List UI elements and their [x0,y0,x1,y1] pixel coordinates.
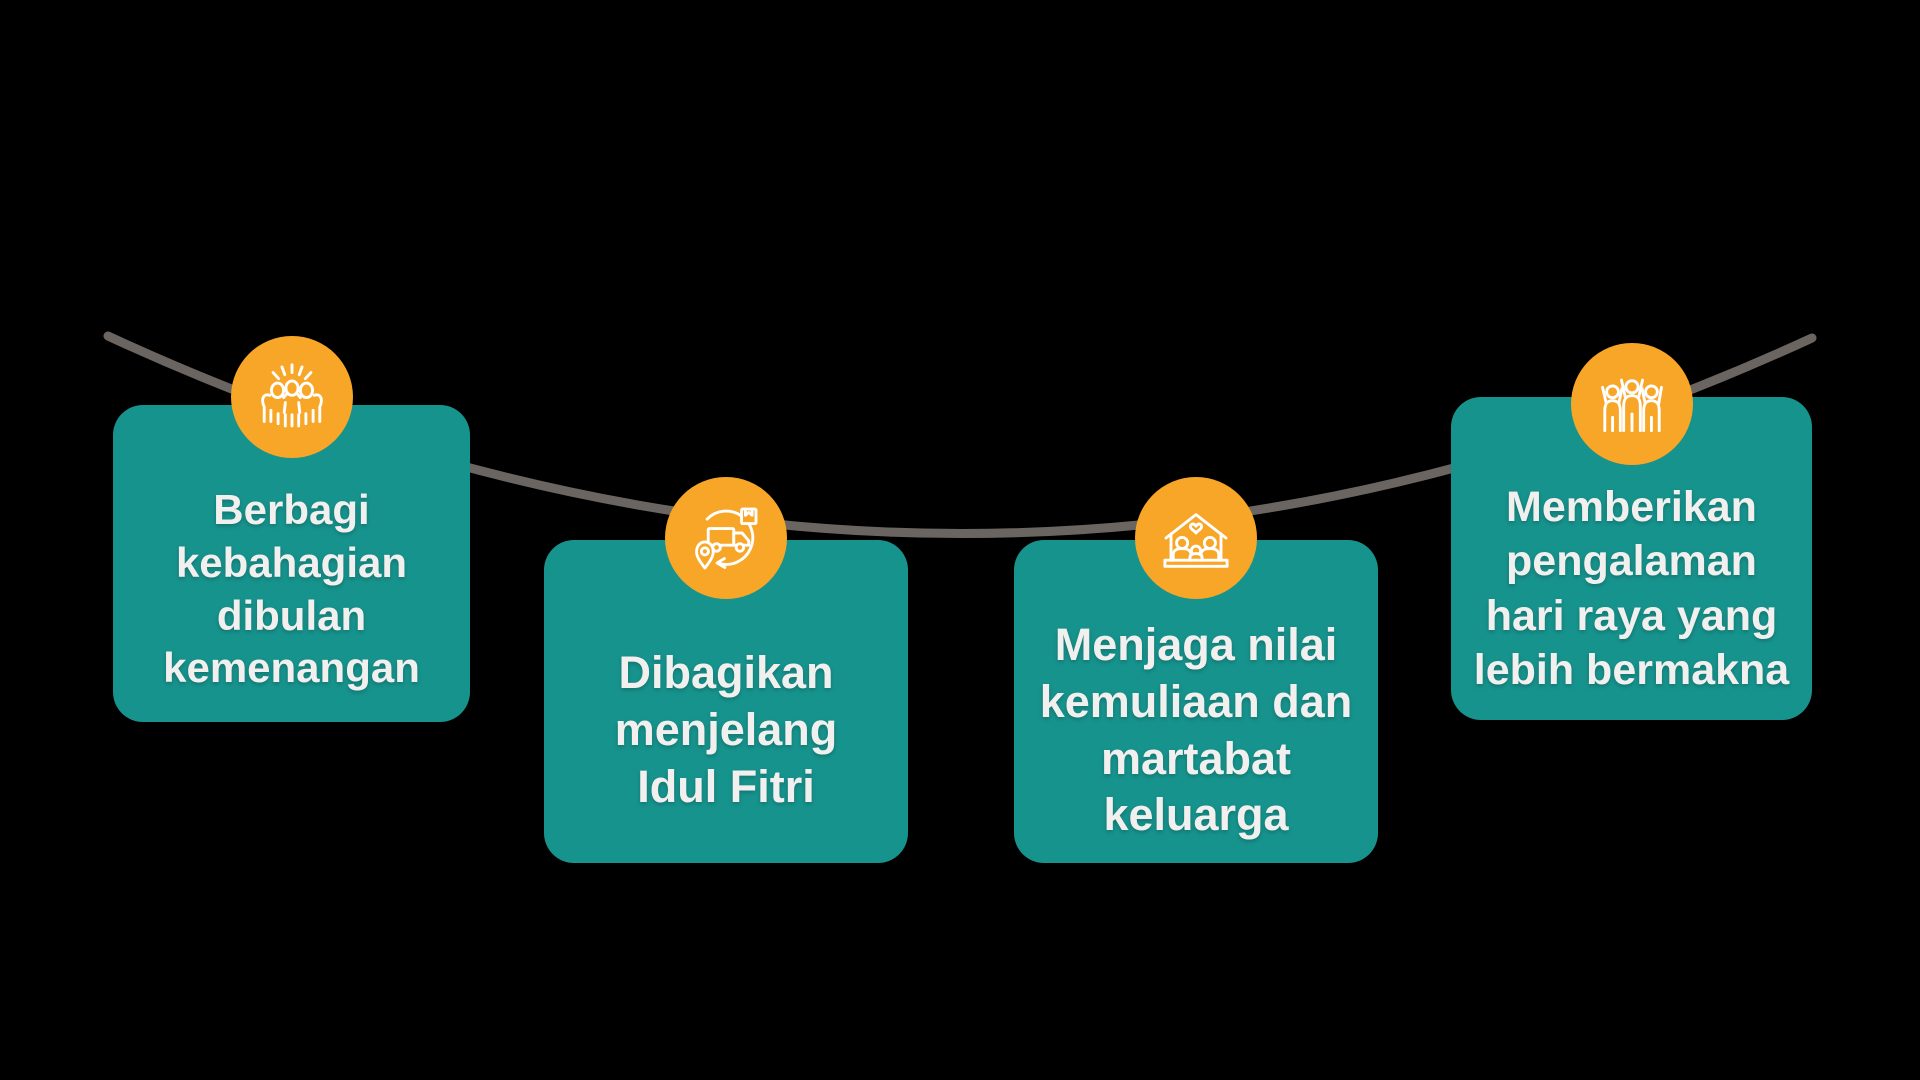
card-4-text: Memberikan pengalaman hari raya yang leb… [1473,483,1790,694]
card-berbagi-kebahagian: Berbagi kebahagian dibulan kemenangan [113,336,470,722]
team-unity-icon [1570,343,1693,465]
celebration-people-icon [230,336,353,458]
delivery-distribution-icon [665,477,787,599]
card-1-text: Berbagi kebahagian dibulan kemenangan [163,485,420,692]
card-memberikan-pengalaman: Memberikan pengalaman hari raya yang leb… [1451,343,1812,720]
family-home-icon [1135,477,1257,599]
card-2-text: Dibagikan menjelang Idul Fitri [614,647,838,812]
card-3-text: Menjaga nilai kemuliaan dan martabat kel… [1039,619,1353,841]
card-dibagikan-menjelang: Dibagikan menjelang Idul Fitri [544,477,908,863]
card-menjaga-nilai: Menjaga nilai kemuliaan dan martabat kel… [1014,477,1378,863]
